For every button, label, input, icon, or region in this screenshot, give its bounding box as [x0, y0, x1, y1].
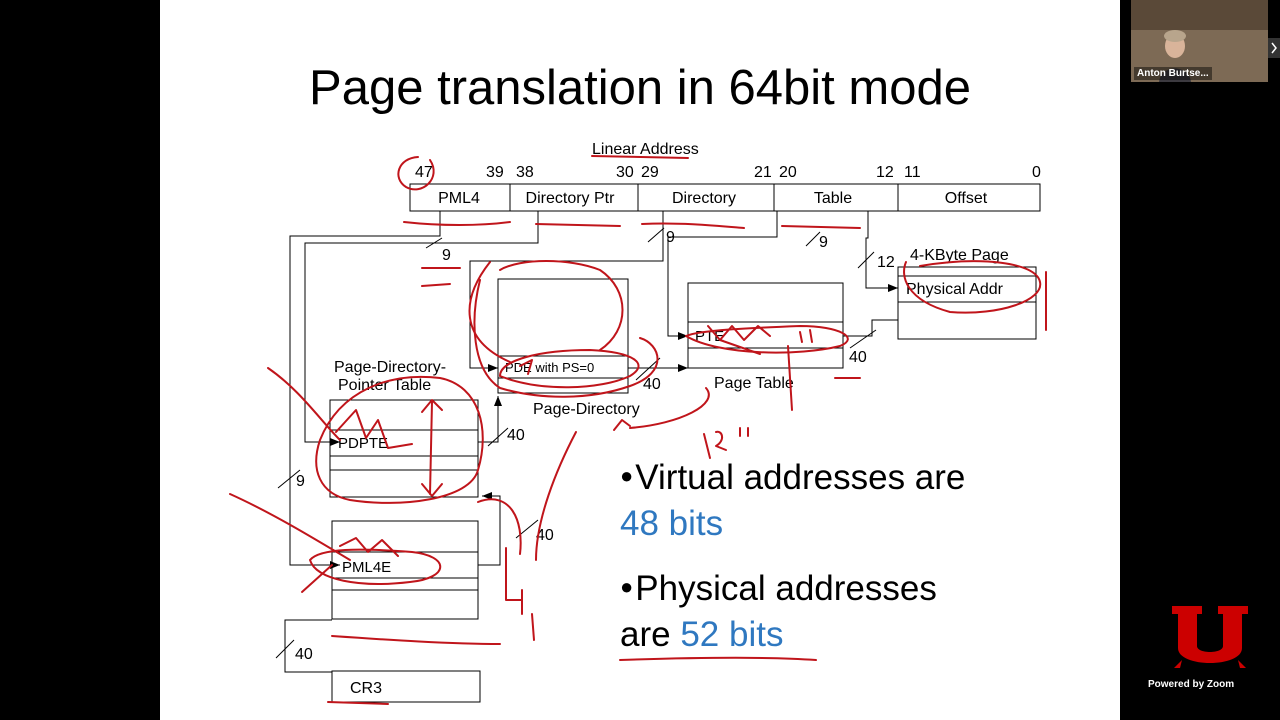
bit-label-30: 30: [616, 164, 634, 181]
pml4e-entry: PML4E: [342, 559, 391, 576]
physical-addr-entry: Physical Addr: [906, 281, 1004, 298]
bit-label-11: 11: [904, 164, 921, 181]
slide-title: Page translation in 64bit mode: [309, 61, 971, 115]
page-directory-title: Page-Directory: [533, 401, 640, 418]
bit-label-0: 0: [1032, 164, 1041, 181]
bit-label-21: 21: [754, 164, 772, 181]
slide: Page translation in 64bit mode Linear Ad…: [160, 0, 1120, 720]
linear-address-label: Linear Address: [592, 141, 699, 158]
field-offset: Offset: [945, 190, 988, 207]
field-pml4: PML4: [438, 190, 480, 207]
pdpt-title-line1: Page-Directory-: [334, 359, 446, 376]
width-label-pml4: 9: [442, 247, 451, 264]
page-title: 4-KByte Page: [910, 247, 1009, 264]
ink-annotations: [229, 155, 1047, 705]
width-label-pte: 40: [849, 349, 867, 366]
page-table-title: Page Table: [714, 375, 794, 392]
bullet-virtual-bits: 48 bits: [620, 504, 724, 543]
width-label-pde: 40: [643, 376, 661, 393]
width-label-pdpte: 40: [507, 427, 525, 444]
width-label-pml4e: 40: [536, 527, 554, 544]
page-translation-diagram: Linear Address 47 39 38 30 29 21 20 12 1…: [229, 141, 1047, 705]
university-logo-icon: [1172, 606, 1248, 668]
field-table: Table: [814, 190, 852, 207]
chevron-right-icon[interactable]: [1268, 38, 1280, 58]
powered-by-zoom: Powered by Zoom: [1148, 679, 1235, 690]
bit-label-29: 29: [641, 164, 659, 181]
participant-name: Anton Burtse...: [1134, 67, 1212, 80]
bullet-physical-are: are: [620, 615, 671, 654]
width-label-directory: 9: [666, 229, 675, 246]
width-label-cr3: 40: [295, 646, 313, 663]
width-label-dirptr: 9: [296, 473, 305, 490]
participant-video: [1131, 0, 1268, 82]
bullet-physical: ●Physical addresses are 52 bits: [620, 569, 937, 654]
bullet-physical-text: Physical addresses: [635, 569, 937, 608]
width-label-offset: 12: [877, 254, 895, 271]
bit-label-12: 12: [876, 164, 894, 181]
bit-label-20: 20: [779, 164, 797, 181]
bit-label-38: 38: [516, 164, 534, 181]
pdpte-entry: PDPTE: [338, 435, 388, 452]
bullet-virtual-text: Virtual addresses are: [635, 458, 966, 497]
bit-label-47: 47: [415, 164, 433, 181]
width-label-table: 9: [819, 234, 828, 251]
cr3-register: CR3: [350, 680, 382, 697]
field-directory: Directory: [672, 190, 736, 207]
field-directory-ptr: Directory Ptr: [526, 190, 616, 207]
pdpt-title-line2: Pointer Table: [338, 377, 431, 394]
participant-video-tile[interactable]: Anton Burtse...: [1131, 0, 1268, 82]
bullet-virtual: ●Virtual addresses are 48 bits: [620, 458, 966, 543]
bullet-physical-bits: 52 bits: [680, 615, 784, 654]
bit-label-39: 39: [486, 164, 504, 181]
pde-entry: PDE with PS=0: [505, 360, 594, 375]
